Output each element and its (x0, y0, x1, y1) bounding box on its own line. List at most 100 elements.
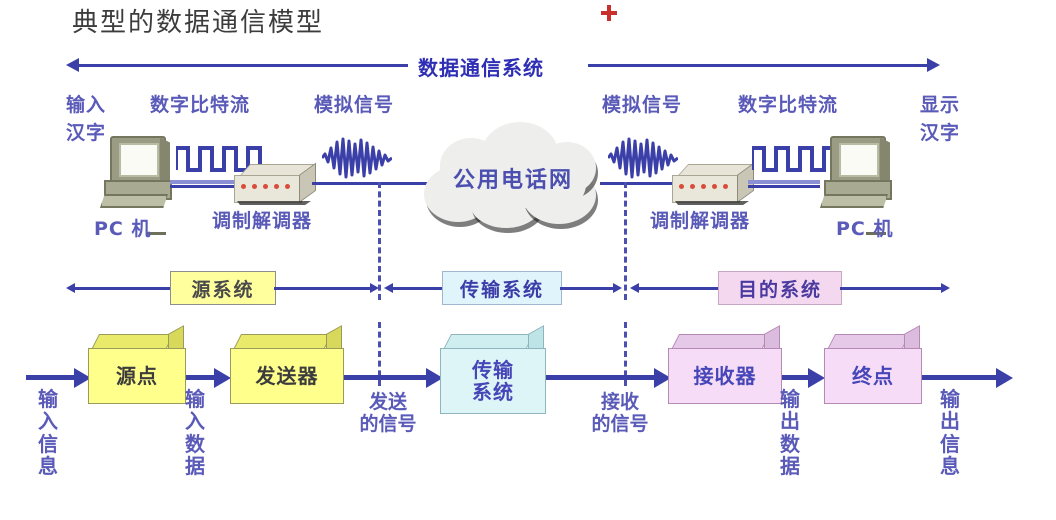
top-band-arrow-left-head (66, 58, 79, 72)
monitor-side-shape (160, 137, 170, 185)
label-modem-left: 调制解调器 (212, 210, 313, 232)
label-display-hanzi-line2: 汉字 (919, 122, 960, 144)
modem-icon-right (672, 162, 758, 208)
label-input-hanzi-line2: 汉字 (65, 122, 106, 144)
system-box-source-label: 源系统 (191, 278, 255, 301)
label-received-signal: 接收 的信号 (591, 391, 649, 435)
label-analog-signal-right: 模拟信号 (602, 94, 683, 116)
drive-slot-shape (866, 232, 886, 235)
top-band-line-left (78, 63, 408, 67)
flow-arrow-received-signal-head (654, 367, 671, 388)
top-band-label: 数据通信系统 (418, 56, 544, 80)
system-box-destination-label: 目的系统 (737, 278, 822, 301)
flow-arrow-output-info-head (996, 367, 1013, 388)
modem-shadow (237, 201, 311, 205)
cloud-label: 公用电话网 (452, 168, 573, 193)
transmission-system-arrow-head-right (613, 283, 622, 293)
destination-system-arrow-head-left (630, 283, 639, 293)
flow-box-transmitter[interactable]: 发送器 (230, 325, 344, 404)
destination-system-arrow-head-right (941, 283, 950, 293)
system-box-destination[interactable]: 目的系统 (718, 271, 842, 305)
transmission-system-line-right (560, 286, 616, 290)
label-sent-signal: 发送 的信号 (359, 391, 417, 435)
top-band-arrow-right-head (927, 58, 940, 72)
pc-icon-left (100, 136, 178, 235)
flow-box-source-point-label: 源点 (88, 348, 186, 404)
label-output-information: 输 出 信 息 (940, 387, 960, 479)
flow-box-receiver[interactable]: 接收器 (668, 325, 782, 404)
label-digital-bitstream-right: 数字比特流 (738, 94, 839, 116)
label-output-data: 输 出 数 据 (780, 387, 800, 479)
label-pc-right: PC 机 (836, 218, 894, 240)
pc-icon-right (820, 136, 898, 235)
system-box-source[interactable]: 源系统 (170, 271, 276, 305)
label-input-data: 输 入 数 据 (185, 387, 205, 479)
source-system-line-right (274, 286, 374, 290)
destination-system-line-left (638, 286, 720, 290)
flow-box-transmitter-label: 发送器 (230, 348, 344, 404)
link-pc-modem-left-2 (170, 185, 234, 188)
flow-arrow-input-line (26, 375, 78, 380)
plus-marker-icon (601, 5, 617, 21)
label-digital-bitstream-left: 数字比特流 (150, 94, 251, 116)
keyboard-shape (820, 194, 888, 208)
flow-arrow-output-data-head (808, 367, 825, 388)
flow-box-receiver-label: 接收器 (668, 348, 782, 404)
destination-system-line-right (840, 286, 944, 290)
flow-arrow-sent-signal-head (426, 367, 443, 388)
flow-box-source-point[interactable]: 源点 (88, 325, 186, 404)
flow-arrow-output-data-line (782, 375, 812, 380)
transmission-system-arrow-head-left (384, 283, 393, 293)
divider-dashed-right-lower (624, 322, 627, 386)
top-band-line-right (588, 63, 928, 67)
cloud-public-telephone-network: 公用电话网 (418, 122, 608, 230)
label-pc-left: PC 机 (94, 218, 152, 240)
source-system-arrow-head (66, 283, 75, 293)
link-cloud-modem-right (600, 182, 700, 185)
link-modem-cloud-left (312, 182, 442, 185)
divider-dashed-left (378, 182, 381, 300)
link-pc-modem-left (170, 180, 234, 184)
flow-arrow-input-data-line (186, 375, 218, 380)
modem-led-row (679, 184, 728, 189)
label-modem-right: 调制解调器 (650, 210, 751, 232)
screen-shape (839, 143, 879, 177)
analog-wave-right-icon (608, 137, 678, 179)
monitor-side-shape (880, 137, 890, 185)
label-input-hanzi-line1: 输入 (65, 94, 106, 116)
flow-box-transmission-system-label: 传输 系统 (440, 348, 546, 414)
system-box-transmission-label: 传输系统 (459, 278, 544, 301)
link-modem-pc-right (748, 180, 820, 184)
divider-dashed-left-lower (378, 322, 381, 386)
system-box-transmission[interactable]: 传输系统 (442, 271, 562, 305)
flow-box-endpoint[interactable]: 终点 (824, 325, 922, 404)
label-analog-signal-left: 模拟信号 (314, 94, 395, 116)
page-title: 典型的数据通信模型 (72, 8, 325, 38)
flow-arrow-received-signal-line (546, 375, 658, 380)
modem-icon-left (234, 162, 320, 208)
modem-front-face (672, 175, 740, 203)
flow-box-endpoint-label: 终点 (824, 348, 922, 404)
link-modem-pc-right-2 (748, 185, 820, 188)
label-input-information: 输 入 信 息 (38, 387, 58, 479)
drive-slot-shape (146, 232, 166, 235)
screen-shape (119, 143, 159, 177)
transmission-system-line-left (392, 286, 444, 290)
modem-front-face (234, 175, 302, 203)
keyboard-shape (100, 194, 168, 208)
digital-square-wave-right-icon (752, 146, 836, 172)
source-system-line-left (74, 286, 172, 290)
digital-square-wave-left-icon (176, 146, 272, 172)
monitor-shape (830, 136, 886, 184)
label-display-hanzi-line1: 显示 (919, 94, 960, 116)
flow-box-transmission-system[interactable]: 传输 系统 (440, 325, 546, 414)
modem-led-row (241, 184, 290, 189)
monitor-shape (110, 136, 166, 184)
analog-wave-left-icon (322, 137, 392, 179)
cloud-body (436, 160, 586, 208)
modem-shadow (675, 201, 749, 205)
flow-arrow-output-info-line (922, 375, 1000, 380)
flow-arrow-input-data-head (214, 367, 231, 388)
flow-arrow-input-head (74, 367, 91, 388)
